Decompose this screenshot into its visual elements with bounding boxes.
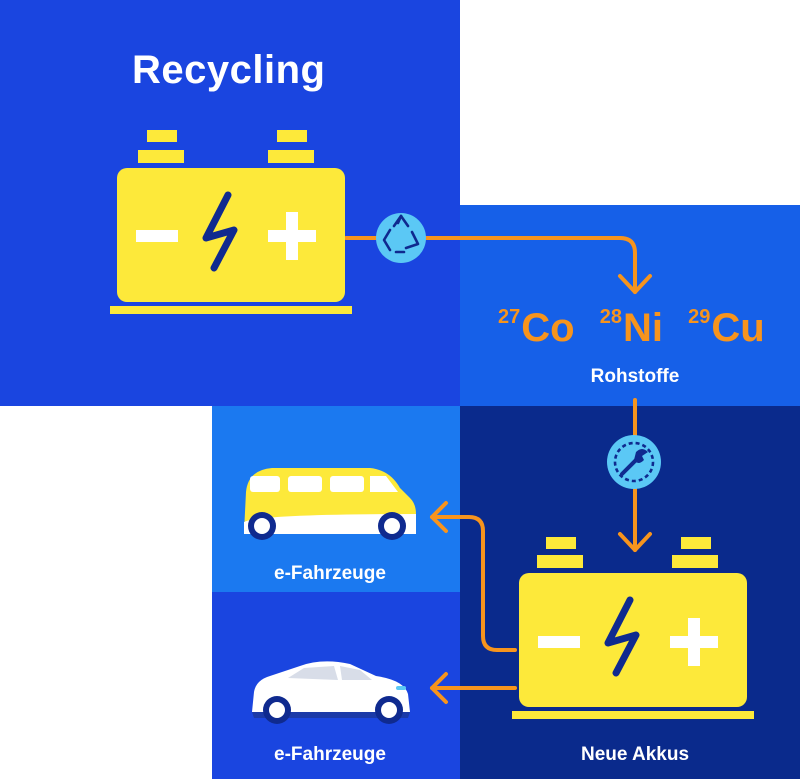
element-copper: 29Cu <box>688 306 765 350</box>
arrow-to-car-head <box>430 672 448 704</box>
raw-material-elements: 27Co 28Ni 29Cu <box>498 306 765 351</box>
arrow-to-new-batteries-head <box>618 532 652 552</box>
arrow-to-raw-materials <box>344 236 637 294</box>
electric-van-icon <box>244 468 416 540</box>
used-battery-icon <box>110 130 352 314</box>
recycle-icon <box>376 213 426 263</box>
van-label: e-Fahrzeuge <box>274 563 386 584</box>
raw-materials-label: Rohstoffe <box>590 366 680 387</box>
arrow-to-van <box>430 515 517 652</box>
page-title: Recycling <box>132 48 326 92</box>
wrench-gear-icon <box>607 435 661 489</box>
new-battery-icon <box>512 537 754 719</box>
element-nickel: 28Ni <box>599 306 663 350</box>
element-cobalt: 27Co <box>498 306 575 350</box>
new-batteries-label: Neue Akkus <box>580 744 690 765</box>
car-label: e-Fahrzeuge <box>274 744 386 765</box>
arrow-to-van-head <box>430 501 448 533</box>
electric-car-icon <box>252 661 410 724</box>
arrow-to-raw-materials-head <box>618 274 652 294</box>
